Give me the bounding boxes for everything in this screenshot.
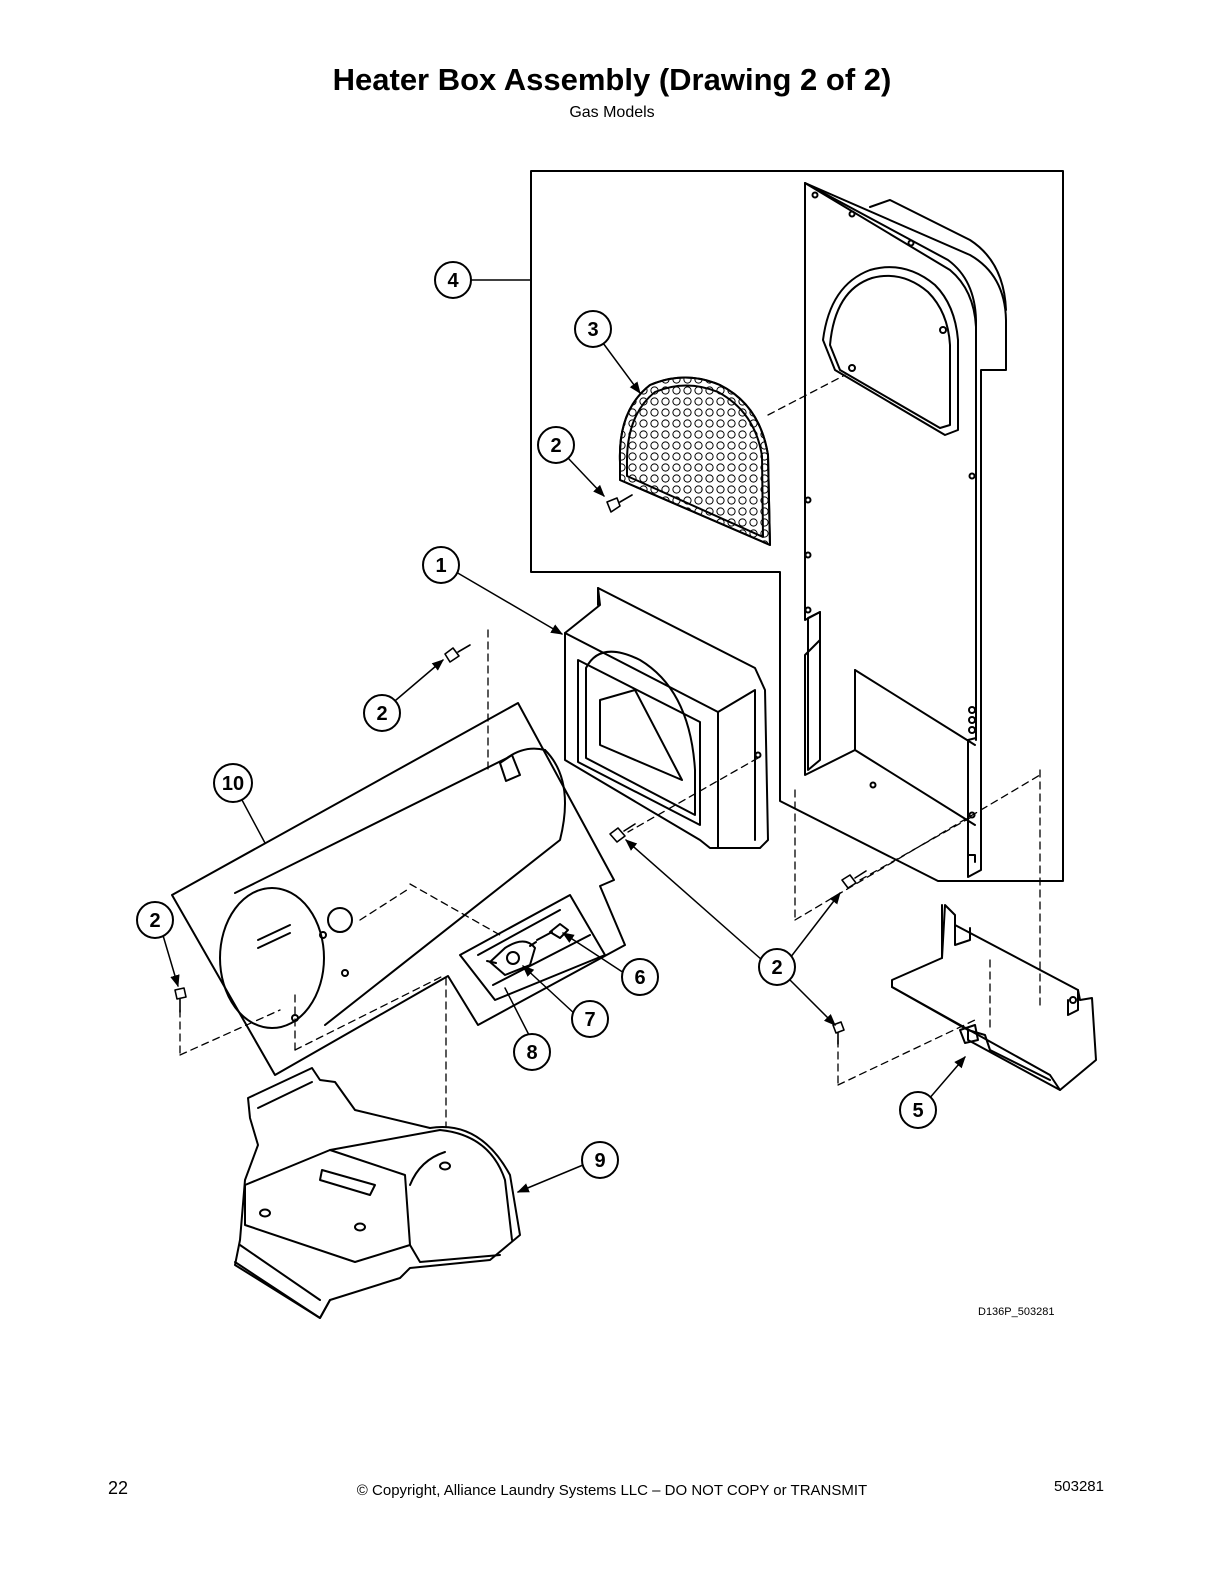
support-bracket xyxy=(891,904,1097,1091)
svg-text:8: 8 xyxy=(526,1042,537,1064)
page-title: Heater Box Assembly (Drawing 2 of 2) xyxy=(332,62,892,97)
callout-2: 2 xyxy=(537,426,575,464)
screw-item-2 xyxy=(841,870,867,889)
svg-text:9: 9 xyxy=(594,1150,605,1172)
svg-text:2: 2 xyxy=(149,910,160,932)
callout-7: 7 xyxy=(571,1000,609,1038)
callout-10: 10 xyxy=(213,763,253,803)
svg-text:6: 6 xyxy=(634,967,645,989)
screw-item-2 xyxy=(606,494,633,513)
thermostat-bracket xyxy=(459,894,606,1001)
duct-adapter xyxy=(564,587,769,849)
drawing-id: D136P_503281 xyxy=(978,1306,1055,1318)
callout-2: 2 xyxy=(363,694,401,732)
svg-text:2: 2 xyxy=(550,435,561,457)
svg-text:2: 2 xyxy=(376,703,387,725)
callout-2: 2 xyxy=(136,901,174,939)
callout-5: 5 xyxy=(899,1091,937,1129)
burner-tube-assembly xyxy=(171,702,626,1076)
screw-item-2 xyxy=(609,823,636,843)
screw-item-6 xyxy=(536,923,569,941)
heater-box-panel xyxy=(804,182,1007,878)
lint-screen xyxy=(618,376,771,546)
page-subtitle: Gas Models xyxy=(569,104,655,121)
callout-6: 6 xyxy=(621,958,659,996)
svg-text:10: 10 xyxy=(222,773,244,795)
svg-text:3: 3 xyxy=(587,319,598,341)
screw-item-2 xyxy=(444,644,471,663)
callout-1: 1 xyxy=(422,546,460,584)
copyright-notice: © Copyright, Alliance Laundry Systems LL… xyxy=(356,1482,868,1499)
callout-3: 3 xyxy=(574,310,612,348)
callout-2: 2 xyxy=(758,948,796,986)
burner-base xyxy=(234,1067,521,1319)
svg-text:1: 1 xyxy=(435,555,446,577)
assembly-group-box xyxy=(530,170,1064,882)
document-number: 503281 xyxy=(1053,1478,1104,1495)
screw-item-2 xyxy=(174,987,187,1013)
svg-text:2: 2 xyxy=(771,957,782,979)
svg-text:7: 7 xyxy=(584,1009,595,1031)
page-number: 22 xyxy=(108,1478,129,1498)
callout-4: 4 xyxy=(434,261,472,299)
callout-9: 9 xyxy=(581,1141,619,1179)
svg-text:5: 5 xyxy=(912,1100,923,1122)
svg-text:4: 4 xyxy=(447,270,459,292)
callout-8: 8 xyxy=(513,1033,551,1071)
